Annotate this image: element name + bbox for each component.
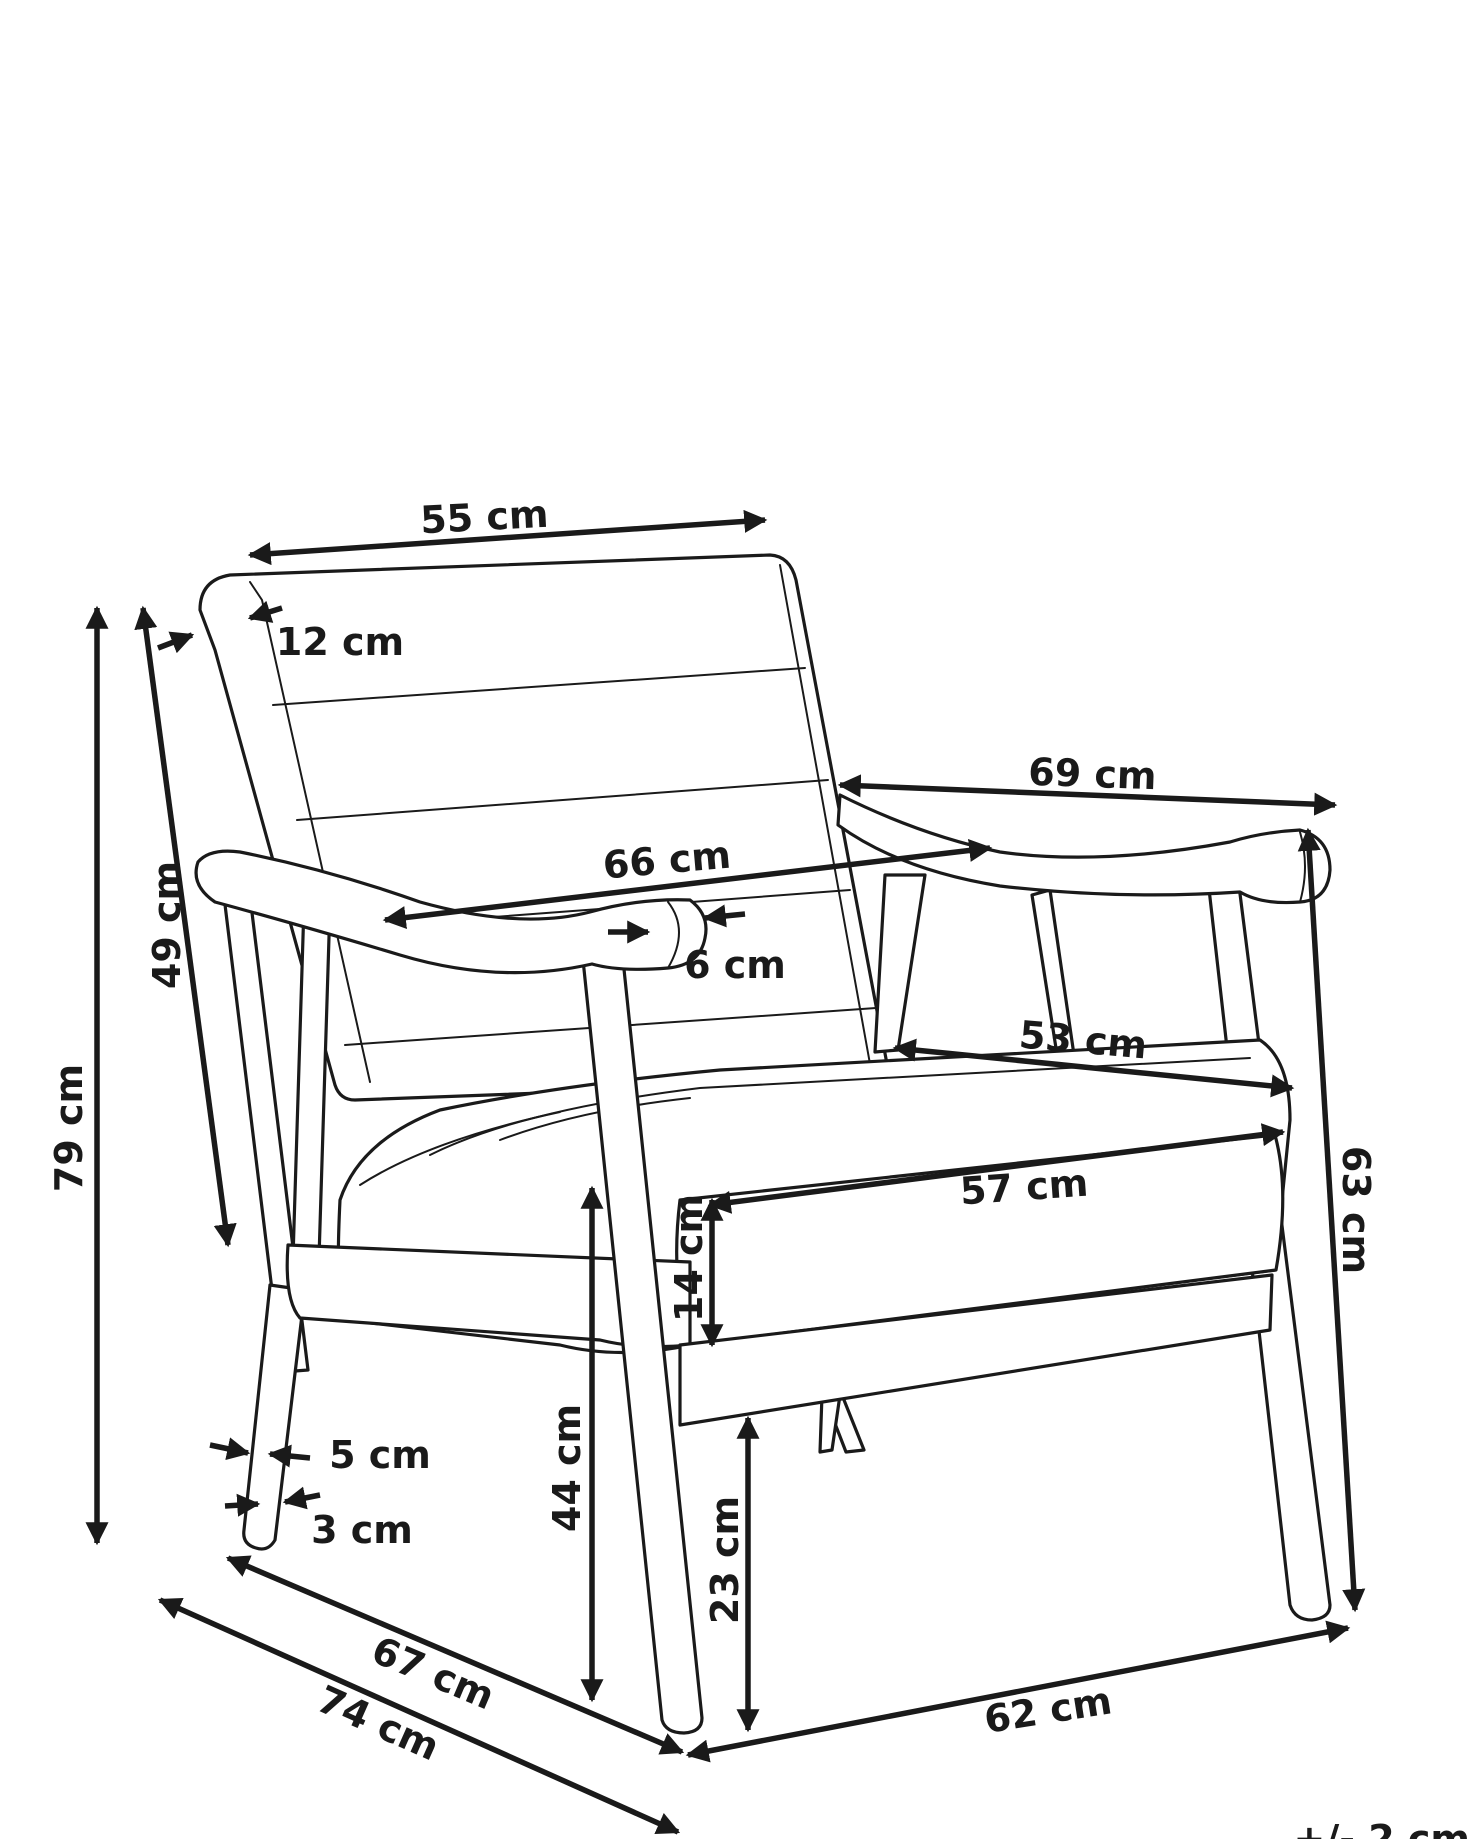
backrest-seam-2 <box>296 779 829 821</box>
label-seat-width: 57 cm <box>959 1161 1090 1214</box>
backrest-seam-1 <box>272 667 806 706</box>
arrow-armrest-length <box>837 774 1338 816</box>
arrow-arm-height <box>1297 827 1366 1613</box>
left-inner-post <box>290 903 332 1292</box>
label-backrest-depth: 12 cm <box>276 620 404 664</box>
arrow-leg-bottom-width-right <box>282 1486 321 1510</box>
label-backrest-width: 55 cm <box>419 492 549 543</box>
arrow-inner-width <box>382 838 993 930</box>
arrow-backrest-height <box>134 605 237 1248</box>
arrow-seat-width <box>707 1123 1286 1214</box>
right-back-post <box>873 873 927 1054</box>
label-leg-top-width: 5 cm <box>329 1433 431 1477</box>
backrest-inner-edge-right <box>779 564 873 1076</box>
arrow-leg-top-width-right <box>267 1444 311 1468</box>
label-leg-bottom-width: 3 cm <box>311 1508 413 1552</box>
label-armrest-length: 69 cm <box>1028 750 1158 798</box>
seat-stitch-2 <box>359 1111 561 1186</box>
label-armrest-width: 6 cm <box>684 943 786 987</box>
label-total-width: 62 cm <box>981 1678 1115 1742</box>
dimension-arrows <box>85 509 1366 1835</box>
left-front-leg-lower <box>242 1283 307 1551</box>
label-total-height: 79 cm <box>47 1064 91 1192</box>
arrow-total-depth <box>157 1597 681 1835</box>
dimension-labels: 55 cm 12 cm 79 cm 49 cm 69 cm 66 cm 6 cm… <box>47 492 1470 1844</box>
label-arm-height: 63 cm <box>1334 1146 1378 1274</box>
arrow-leg-top-width-left <box>209 1437 251 1461</box>
label-leg-clearance: 23 cm <box>703 1496 747 1624</box>
arrow-seat-depth <box>892 1038 1295 1098</box>
arrow-backrest-width <box>247 509 768 566</box>
front-rail <box>678 1273 1274 1427</box>
tolerance-note: +/- 2 cm <box>1293 1817 1470 1839</box>
arrow-leg-bottom-width-left <box>224 1493 261 1517</box>
arrow-total-width <box>685 1620 1351 1763</box>
label-cushion-thickness: 14 cm <box>667 1194 711 1322</box>
arrow-backrest-depth-left <box>157 631 195 654</box>
arrow-backrest-depth-right <box>247 600 283 623</box>
seat-stitch-3 <box>499 1097 691 1141</box>
label-seat-height: 44 cm <box>545 1404 589 1532</box>
armchair-drawing <box>194 553 1332 1735</box>
backrest <box>198 553 892 1102</box>
arrow-inner-depth <box>225 1555 685 1755</box>
arrow-armrest-width-right <box>702 904 746 928</box>
label-backrest-height: 49 cm <box>145 861 189 989</box>
